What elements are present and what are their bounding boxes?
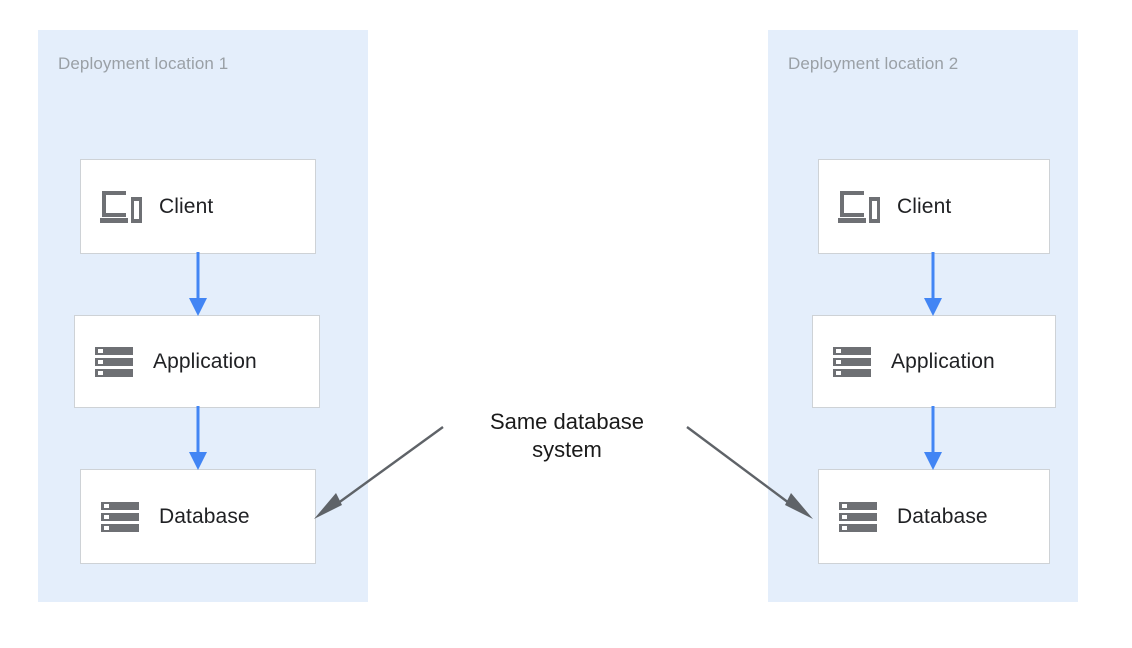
flow-arrow-client-to-application-location-2 [924, 252, 942, 316]
flow-arrow-application-to-database-location-1 [189, 406, 207, 470]
callout-arrow-to-database-location-2 [686, 426, 813, 519]
annotation-line-1: Same database [489, 409, 645, 434]
flow-arrow-client-to-application-location-1 [189, 252, 207, 316]
same-database-system-annotation: Same database system [437, 408, 697, 464]
node-client-location-1[interactable]: Client [80, 159, 316, 254]
server-stack-icon [833, 346, 871, 377]
node-application-location-1-label: Application [153, 349, 257, 373]
server-stack-icon [101, 501, 139, 532]
node-application-location-1[interactable]: Application [74, 315, 320, 408]
node-client-location-2[interactable]: Client [818, 159, 1050, 254]
node-client-location-1-label: Client [159, 194, 214, 218]
devices-icon [100, 190, 142, 223]
node-client-location-2-label: Client [897, 194, 952, 218]
devices-icon [838, 190, 880, 223]
flow-arrow-application-to-database-location-2 [924, 406, 942, 470]
server-stack-icon [839, 501, 877, 532]
node-application-location-2-label: Application [891, 349, 995, 373]
node-database-location-1[interactable]: Database [80, 469, 316, 564]
node-database-location-2[interactable]: Database [818, 469, 1050, 564]
node-application-location-2[interactable]: Application [812, 315, 1056, 408]
deployment-zone-1-label: Deployment location 1 [58, 54, 229, 73]
server-stack-icon [95, 346, 133, 377]
node-database-location-2-label: Database [897, 504, 988, 528]
node-database-location-1-label: Database [159, 504, 250, 528]
annotation-line-2: system [532, 437, 602, 462]
callout-arrow-to-database-location-1 [314, 426, 444, 519]
deployment-zone-2-label: Deployment location 2 [788, 54, 959, 73]
